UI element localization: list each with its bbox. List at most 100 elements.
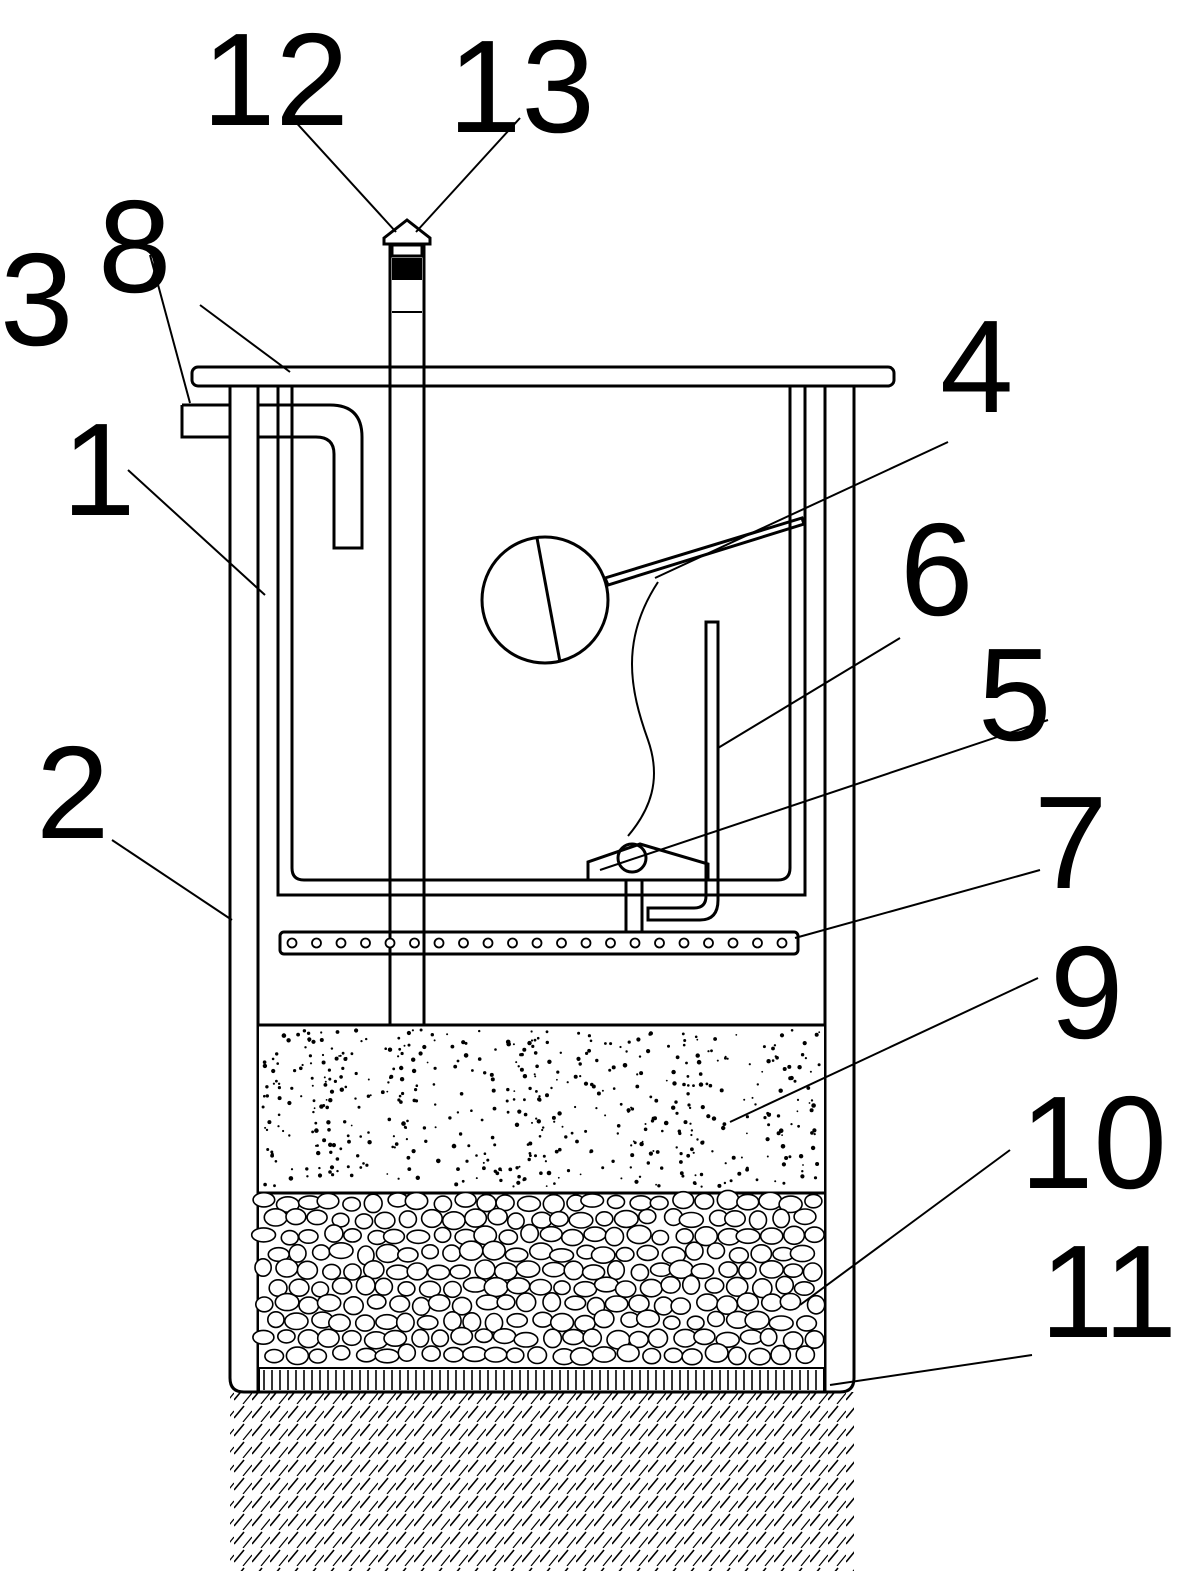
sand-grain <box>655 1150 660 1154</box>
sand-grain <box>575 1139 579 1144</box>
gravel-stone <box>581 1264 606 1281</box>
float-cable <box>627 581 659 837</box>
gravel-stone <box>768 1315 794 1332</box>
sand-grain <box>700 1105 705 1110</box>
sand-grain <box>322 1138 327 1143</box>
sand-grain <box>341 1051 345 1055</box>
sand-grain <box>527 1157 531 1162</box>
sand-grain <box>809 1108 814 1113</box>
sand-grain <box>802 1164 804 1166</box>
gravel-stone <box>276 1329 296 1344</box>
sand-grain <box>331 1143 336 1148</box>
gravel-stone <box>513 1331 539 1348</box>
gravel-stone <box>549 1312 575 1333</box>
gravel-stone <box>564 1295 587 1311</box>
gravel-stone <box>506 1277 531 1295</box>
sand-grain <box>705 1082 709 1086</box>
sand-grain <box>530 1030 533 1033</box>
sand-grain <box>721 1125 726 1131</box>
sand-grain <box>797 1065 802 1070</box>
gravel-stone <box>604 1295 629 1313</box>
sand-grain <box>629 1166 632 1169</box>
sand-grain <box>318 1166 321 1170</box>
sand-dots <box>261 1028 821 1188</box>
sand-grain <box>604 1042 607 1045</box>
float-ball-seam <box>535 537 562 663</box>
sand-grain <box>646 1049 651 1054</box>
sand-grain <box>531 1044 535 1048</box>
sand-grain <box>679 1160 683 1164</box>
sand-grain <box>687 1084 690 1087</box>
vent-pipe <box>388 243 426 1034</box>
sand-grain <box>585 1051 589 1055</box>
sand-grain <box>745 1115 750 1119</box>
sand-grain <box>667 1044 670 1048</box>
gravel-stone <box>569 1347 595 1366</box>
sand-grain <box>550 1086 553 1090</box>
sand-grain <box>781 1134 783 1136</box>
gravel-stone <box>735 1228 761 1245</box>
vent-pipe-joint <box>392 258 422 280</box>
sand-grain <box>686 1075 690 1078</box>
sand-grain <box>432 1083 436 1086</box>
gravel-stone <box>442 1244 462 1263</box>
sand-grain <box>330 1047 334 1050</box>
sand-grain <box>359 1166 363 1169</box>
gravel-stone <box>296 1260 319 1280</box>
sand-grain <box>411 1068 417 1074</box>
gravel-stone <box>614 1280 637 1299</box>
gravel-stone <box>804 1330 825 1350</box>
sand-grain <box>359 1135 363 1138</box>
label-3: 3 <box>0 226 73 373</box>
sand-grain <box>601 1166 605 1170</box>
label-12: 12 <box>202 6 349 153</box>
sand-grain <box>265 1094 269 1098</box>
sand-grain <box>635 1084 640 1089</box>
sand-grain <box>317 1173 323 1178</box>
sand-grain <box>343 1057 348 1061</box>
sand-grain <box>533 1038 537 1042</box>
sand-grain <box>675 1146 678 1149</box>
gravel-stone <box>322 1263 342 1281</box>
valve-seat <box>586 842 710 882</box>
sand-grain <box>787 1064 792 1069</box>
sand-grain <box>542 1126 545 1129</box>
gravel-stone <box>553 1280 571 1296</box>
sand-grain <box>529 1154 532 1157</box>
sand-grain <box>700 1185 703 1188</box>
sand-grain <box>695 1053 700 1058</box>
sand-grain <box>630 1153 635 1158</box>
sand-grain <box>638 1055 642 1058</box>
sand-grain <box>809 1070 812 1073</box>
bottom-grate <box>258 1367 825 1393</box>
gravel-stone <box>426 1264 451 1281</box>
sand-grain <box>486 1158 490 1162</box>
sand-grain <box>698 1072 703 1076</box>
sand-grain <box>325 1105 330 1110</box>
sand-grain <box>708 1083 713 1088</box>
sand-grain <box>711 1150 714 1153</box>
sand-grain <box>579 1075 582 1078</box>
sand-grain <box>397 1036 401 1040</box>
sand-grain <box>672 1081 677 1086</box>
sand-grain <box>290 1168 294 1171</box>
gravel-stone <box>613 1209 639 1229</box>
gravel-stone <box>639 1278 663 1298</box>
sand-grain <box>334 1056 339 1061</box>
sand-grain <box>536 1036 540 1040</box>
gravel-stone <box>382 1228 406 1245</box>
gravel-stone <box>681 1274 701 1295</box>
sand-grain <box>307 1037 312 1042</box>
gravel-stone <box>327 1313 351 1333</box>
sand-grain <box>566 1169 571 1173</box>
gravel-stone <box>280 1229 300 1246</box>
gravel-stone <box>539 1225 563 1243</box>
sand-grain <box>681 1174 685 1178</box>
sand-grain <box>470 1109 473 1112</box>
gravel-stone <box>728 1247 750 1264</box>
gravel-stone <box>520 1223 540 1244</box>
sand-grain <box>519 1067 524 1072</box>
gravel-stone <box>374 1211 396 1230</box>
gravel-stone <box>693 1328 716 1346</box>
sand-grain <box>329 1165 335 1170</box>
